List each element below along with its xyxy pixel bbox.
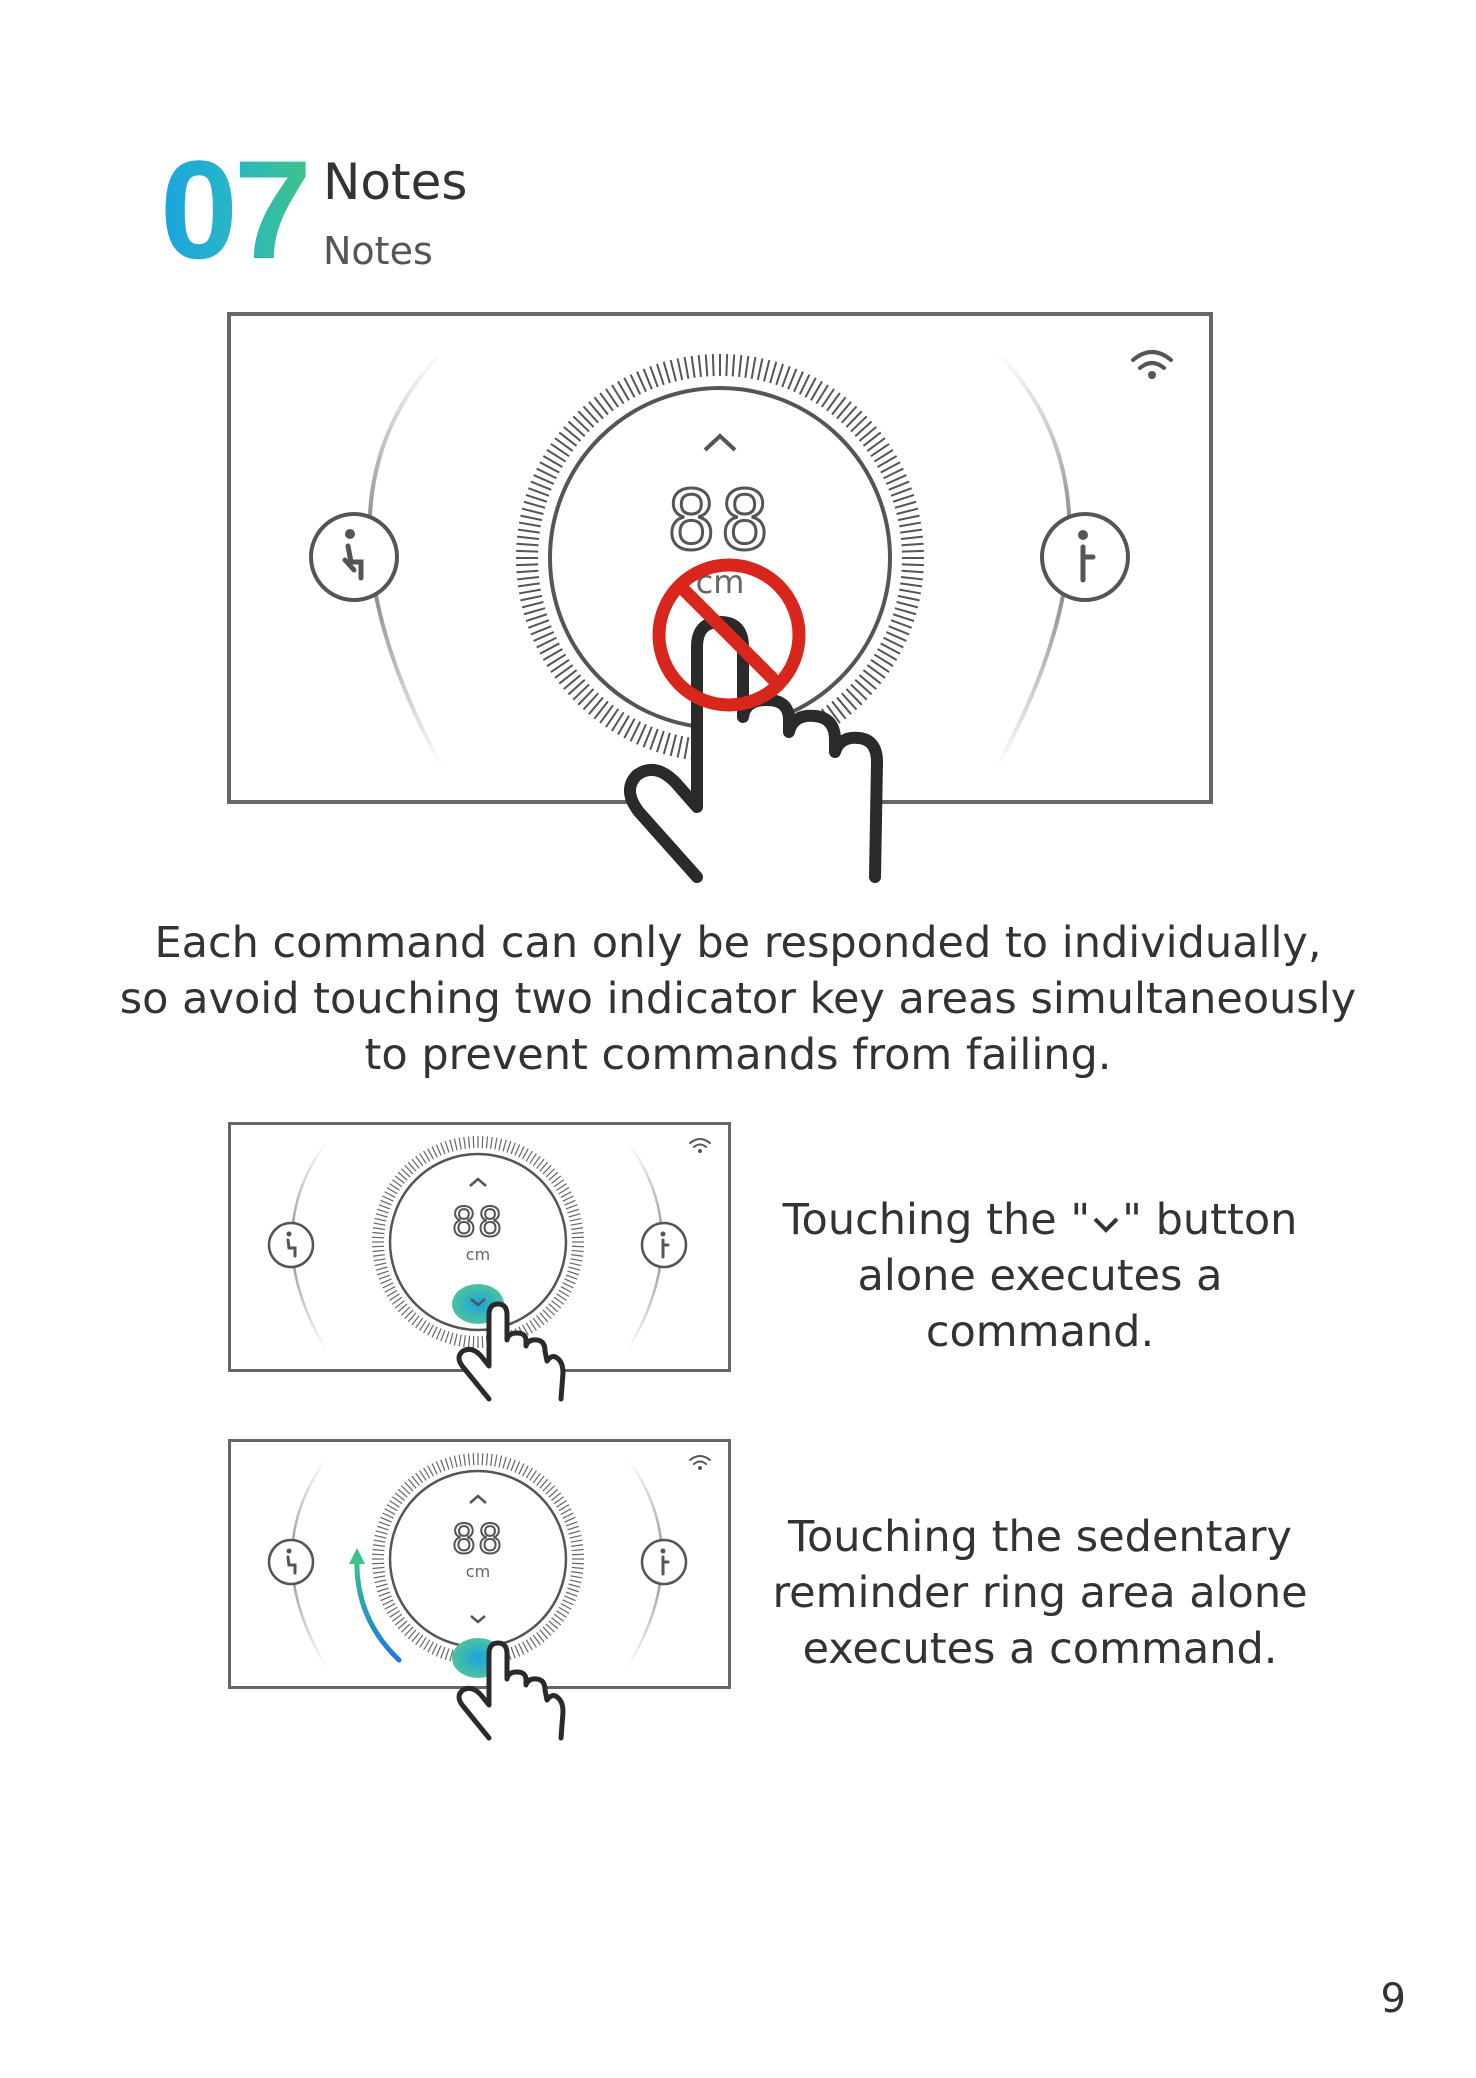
sit-button-small[interactable] (267, 1221, 315, 1269)
wifi-icon (689, 1455, 711, 1470)
chevron-up-icon (469, 1494, 487, 1504)
caption-ring-line-1: Touching the sedentary (787, 1512, 1292, 1562)
stand-button[interactable] (1040, 512, 1130, 602)
main-caption-line-3: to prevent commands from failing. (364, 1030, 1112, 1080)
swipe-arrow-head (349, 1548, 365, 1564)
pointing-hand-icon (456, 1640, 566, 1741)
caption-down-button-line-3: command. (925, 1307, 1155, 1357)
chevron-up-icon (469, 1177, 487, 1187)
caption-down-button-line-1: Touching the "" button (782, 1195, 1298, 1245)
stand-button-small[interactable] (640, 1538, 688, 1586)
page-number: 9 (1380, 1976, 1406, 2022)
height-display: 88 (452, 1517, 504, 1563)
example-panel-down-button: 88 cm (228, 1122, 731, 1402)
dial-tick-ring[interactable] (372, 1453, 584, 1665)
stand-button-small[interactable] (640, 1221, 688, 1269)
sit-button[interactable] (309, 512, 399, 602)
main-control-panel: 88 cm (227, 312, 1213, 883)
standing-person-icon (660, 1231, 670, 1259)
example-panel-ring-area: 88 cm (228, 1439, 731, 1741)
standing-person-icon (1078, 530, 1096, 583)
pointing-hand-icon (456, 1301, 566, 1402)
chevron-down-icon (470, 1298, 486, 1307)
sit-button-small[interactable] (267, 1538, 315, 1586)
height-unit: cm (466, 1245, 490, 1264)
section-number: 07 (160, 131, 312, 288)
caption-ring-line-3: executes a command. (802, 1624, 1278, 1674)
height-display: 88 (452, 1200, 504, 1246)
sitting-person-icon (286, 1548, 297, 1575)
section-title: Notes (323, 153, 468, 211)
chevron-down-icon (470, 1615, 486, 1624)
wifi-icon (689, 1138, 711, 1153)
caption-down-button-line-2: alone executes a (857, 1251, 1223, 1301)
chevron-down-icon (1093, 1217, 1119, 1233)
height-unit: cm (466, 1562, 490, 1581)
chevron-up-icon (703, 433, 737, 452)
sitting-person-icon (286, 1231, 297, 1258)
prohibited-icon (652, 558, 806, 712)
caption-ring-area: Touching the sedentary reminder ring are… (760, 1509, 1320, 1677)
section-subtitle: Notes (323, 229, 433, 273)
wifi-icon (1131, 350, 1173, 379)
height-display: 88 (667, 474, 774, 569)
main-caption: Each command can only be responded to in… (100, 915, 1376, 1083)
main-caption-line-2: so avoid touching two indicator key area… (119, 974, 1357, 1024)
main-caption-line-1: Each command can only be responded to in… (154, 918, 1322, 968)
caption-down-button: Touching the "" button alone executes a … (760, 1192, 1320, 1360)
caption-ring-line-2: reminder ring area alone (772, 1568, 1308, 1618)
swipe-arrow (354, 1555, 402, 1663)
sitting-person-icon (342, 529, 364, 581)
dial-tick-ring[interactable] (516, 354, 924, 762)
standing-person-icon (660, 1548, 670, 1576)
